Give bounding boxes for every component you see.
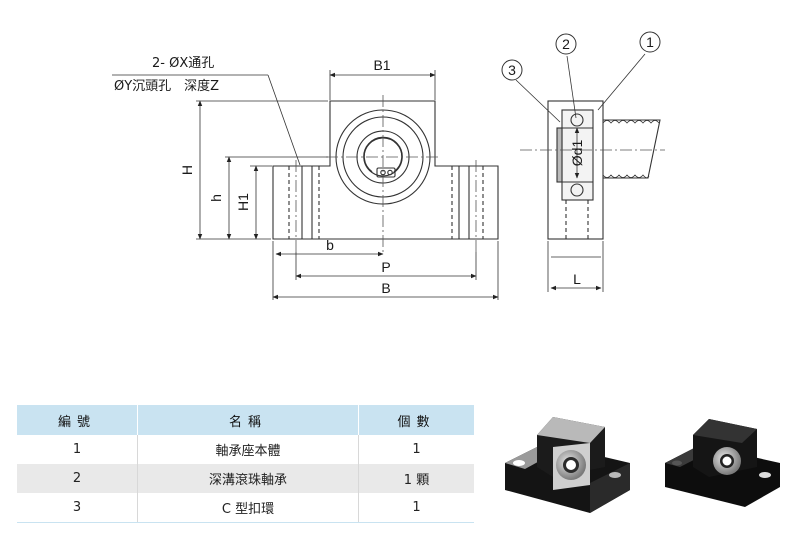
dim-label-h-center: h (208, 194, 224, 202)
dim-label-b-small: b (326, 237, 334, 253)
dim-label-b: B (381, 280, 390, 296)
cell-quantity: 1 (358, 493, 474, 523)
side-view-block (547, 100, 604, 240)
cell-name: 深溝滾珠軸承 (137, 464, 359, 493)
table-row: 2 深溝滾珠軸承 1 顆 (17, 464, 474, 493)
table-row: 3 C 型扣環 1 (17, 493, 474, 523)
hole-callout-line2: ØY沉頭孔 深度Z (114, 78, 219, 94)
dim-label-d1: Ød1 (569, 140, 585, 167)
product-photo-silver (505, 417, 630, 513)
parts-table: 編號 名稱 個數 1 軸承座本體 1 2 深溝滾珠軸承 1 顆 3 C 型扣環 … (17, 405, 474, 523)
dim-label-l: L (573, 271, 581, 287)
balloon-2: 2 (555, 33, 577, 55)
header-name: 名稱 (137, 405, 359, 435)
table-row: 1 軸承座本體 1 (17, 435, 474, 464)
technical-drawing: B1 H h H1 b P B 2- ØX通孔 ØY沉頭孔 深度Z Ød (112, 31, 665, 300)
bearing-block-outline (272, 100, 499, 240)
cell-name: C 型扣環 (137, 493, 359, 523)
cell-number: 3 (17, 493, 138, 523)
front-view-dimensions (112, 70, 499, 300)
dim-label-h1: H1 (235, 193, 251, 211)
header-number: 編號 (17, 405, 138, 435)
hole-callout-line1: 2- ØX通孔 (152, 56, 214, 71)
svg-text:1: 1 (646, 34, 654, 50)
cell-quantity: 1 顆 (358, 464, 474, 493)
front-view (272, 95, 499, 255)
dim-label-p: P (381, 259, 390, 275)
table-header-row: 編號 名稱 個數 (17, 405, 474, 435)
cell-quantity: 1 (358, 435, 474, 464)
cell-name: 軸承座本體 (137, 435, 359, 464)
dim-label-b1: B1 (373, 57, 390, 73)
balloon-1: 1 (639, 31, 661, 53)
svg-text:3: 3 (508, 62, 516, 78)
side-view (547, 100, 661, 240)
svg-text:2: 2 (562, 36, 570, 52)
product-photos (505, 417, 780, 513)
side-view-dimensions (515, 53, 665, 292)
cell-number: 1 (17, 435, 138, 464)
product-photo-black (665, 419, 780, 507)
dim-label-h-total: H (179, 165, 195, 175)
header-quantity: 個數 (358, 405, 474, 435)
cell-number: 2 (17, 464, 138, 493)
balloon-3: 3 (501, 59, 523, 81)
threaded-shaft (603, 119, 661, 179)
